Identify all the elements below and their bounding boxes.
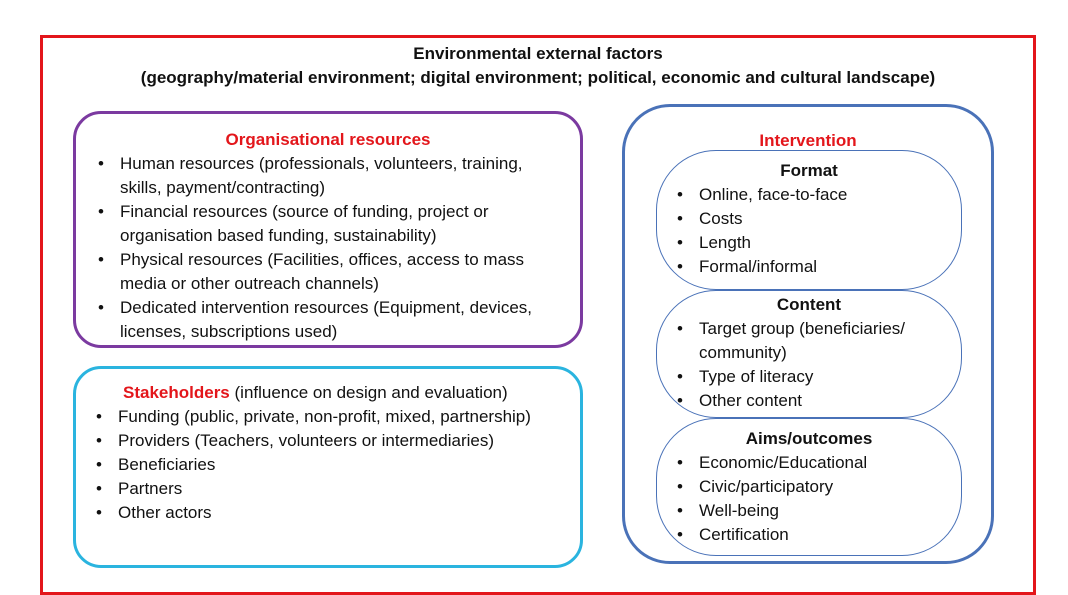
organisational-resources-box: Organisational resources Human resources… bbox=[73, 111, 583, 348]
list-item: Online, face-to-face bbox=[673, 183, 943, 207]
stakeholders-title: Stakeholders bbox=[123, 383, 230, 402]
header-title: Environmental external factors bbox=[413, 44, 663, 63]
content-oval: Content Target group (beneficiaries/ com… bbox=[656, 290, 962, 418]
content-list: Target group (beneficiaries/ community) … bbox=[673, 317, 935, 413]
header-subtitle: (geography/material environment; digital… bbox=[140, 68, 936, 87]
list-item: Funding (public, private, non-profit, mi… bbox=[92, 405, 566, 429]
list-item: Other actors bbox=[92, 501, 566, 525]
intervention-title: Intervention bbox=[759, 131, 857, 150]
list-item: Economic/Educational bbox=[673, 451, 943, 475]
list-item: Well-being bbox=[673, 499, 943, 523]
list-item: Financial resources (source of funding, … bbox=[94, 200, 564, 248]
aims-outcomes-title: Aims/outcomes bbox=[745, 429, 873, 448]
list-item: Civic/participatory bbox=[673, 475, 943, 499]
stakeholders-heading: Stakeholders (influence on design and ev… bbox=[123, 381, 508, 405]
organisational-resources-title: Organisational resources bbox=[225, 130, 431, 149]
list-item: Other content bbox=[673, 389, 935, 413]
aims-outcomes-list: Economic/Educational Civic/participatory… bbox=[673, 451, 943, 547]
list-item: Dedicated intervention resources (Equipm… bbox=[94, 296, 564, 344]
format-list: Online, face-to-face Costs Length Formal… bbox=[673, 183, 943, 279]
list-item: Costs bbox=[673, 207, 943, 231]
list-item: Partners bbox=[92, 477, 566, 501]
aims-outcomes-oval: Aims/outcomes Economic/Educational Civic… bbox=[656, 418, 962, 556]
stakeholders-list: Funding (public, private, non-profit, mi… bbox=[92, 405, 566, 525]
format-title: Format bbox=[780, 161, 838, 180]
organisational-resources-list: Human resources (professionals, voluntee… bbox=[94, 152, 564, 344]
list-item: Beneficiaries bbox=[92, 453, 566, 477]
stakeholders-subtitle: (influence on design and evaluation) bbox=[234, 383, 508, 402]
list-item: Providers (Teachers, volunteers or inter… bbox=[92, 429, 566, 453]
list-item: Physical resources (Facilities, offices,… bbox=[94, 248, 564, 296]
list-item: Target group (beneficiaries/ community) bbox=[673, 317, 935, 365]
content-title: Content bbox=[776, 295, 842, 314]
list-item: Certification bbox=[673, 523, 943, 547]
stakeholders-box: Stakeholders (influence on design and ev… bbox=[73, 366, 583, 568]
list-item: Type of literacy bbox=[673, 365, 935, 389]
list-item: Human resources (professionals, voluntee… bbox=[94, 152, 564, 200]
list-item: Formal/informal bbox=[673, 255, 943, 279]
format-oval: Format Online, face-to-face Costs Length… bbox=[656, 150, 962, 290]
list-item: Length bbox=[673, 231, 943, 255]
diagram-header: Environmental external factors (geograph… bbox=[40, 42, 1036, 90]
